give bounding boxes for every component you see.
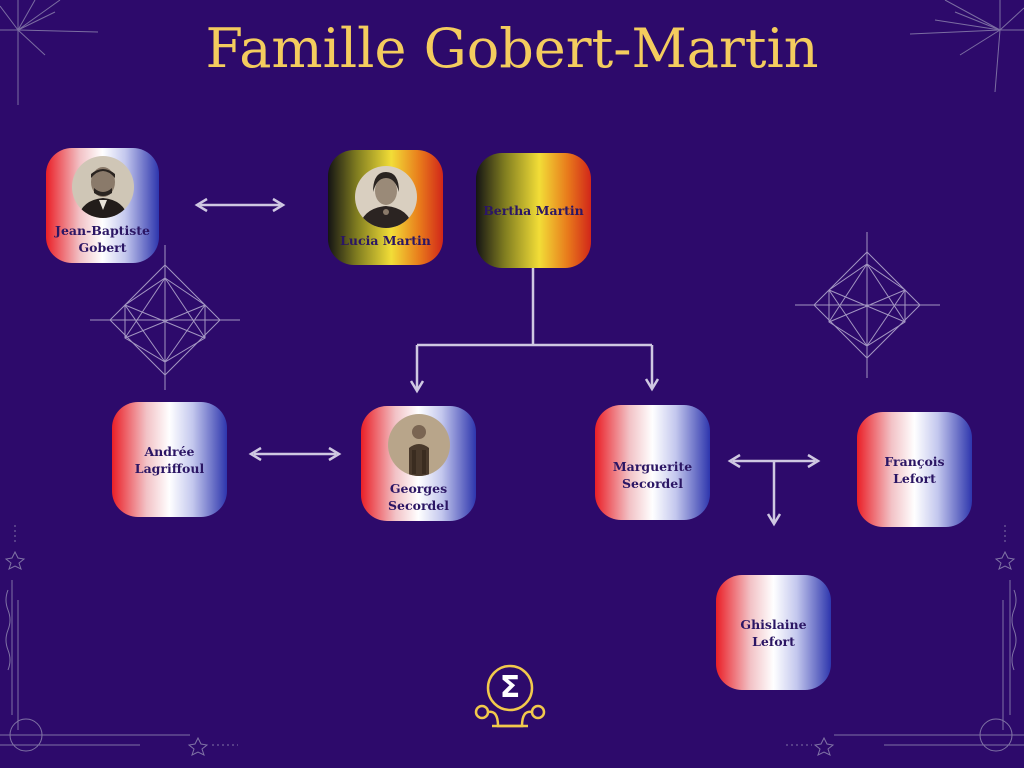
person-name: Georges Secordel xyxy=(388,480,449,513)
person-name: Bertha Martin xyxy=(483,203,584,218)
diamond-right-ornament xyxy=(795,232,940,378)
person-card-marguerite-secordel[interactable]: Marguerite Secordel xyxy=(595,405,710,520)
person-card-bertha-martin[interactable]: Bertha Martin xyxy=(476,153,591,268)
person-card-ghislaine-lefort[interactable]: Ghislaine Lefort xyxy=(716,575,831,690)
sigma-glyph: Σ xyxy=(499,670,521,705)
portrait-photo-jean-baptiste xyxy=(71,155,134,218)
connectors xyxy=(194,197,821,527)
person-name: Jean-Baptiste Gobert xyxy=(55,222,150,255)
person-card-lucia-martin[interactable]: Lucia Martin xyxy=(328,150,443,265)
frame-bottom-left-ornament xyxy=(0,525,238,756)
page-title: Famille Gobert-Martin xyxy=(205,17,819,80)
person-name: Lucia Martin xyxy=(340,233,431,248)
person-card-andree-lagriffoul[interactable]: Andrée Lagriffoul xyxy=(112,402,227,517)
person-name: Ghislaine Lefort xyxy=(740,616,807,649)
portrait-photo-georges xyxy=(387,413,450,476)
person-name: Andrée Lagriffoul xyxy=(134,443,205,476)
frame-bottom-right-ornament xyxy=(786,525,1024,756)
diamond-left-ornament xyxy=(90,245,240,390)
person-name: Marguerite Secordel xyxy=(612,458,693,491)
starburst-top-right-ornament xyxy=(909,0,1024,93)
person-name: François Lefort xyxy=(884,453,945,486)
starburst-top-left-ornament xyxy=(0,0,99,105)
person-card-jean-baptiste-gobert[interactable]: Jean-Baptiste Gobert xyxy=(46,148,159,263)
sigma-logo: Σ xyxy=(472,660,548,732)
portrait-photo-lucia xyxy=(354,166,417,228)
person-card-francois-lefort[interactable]: François Lefort xyxy=(857,412,972,527)
sigma-logo-icon xyxy=(474,664,546,728)
person-card-georges-secordel[interactable]: Georges Secordel xyxy=(361,406,476,521)
